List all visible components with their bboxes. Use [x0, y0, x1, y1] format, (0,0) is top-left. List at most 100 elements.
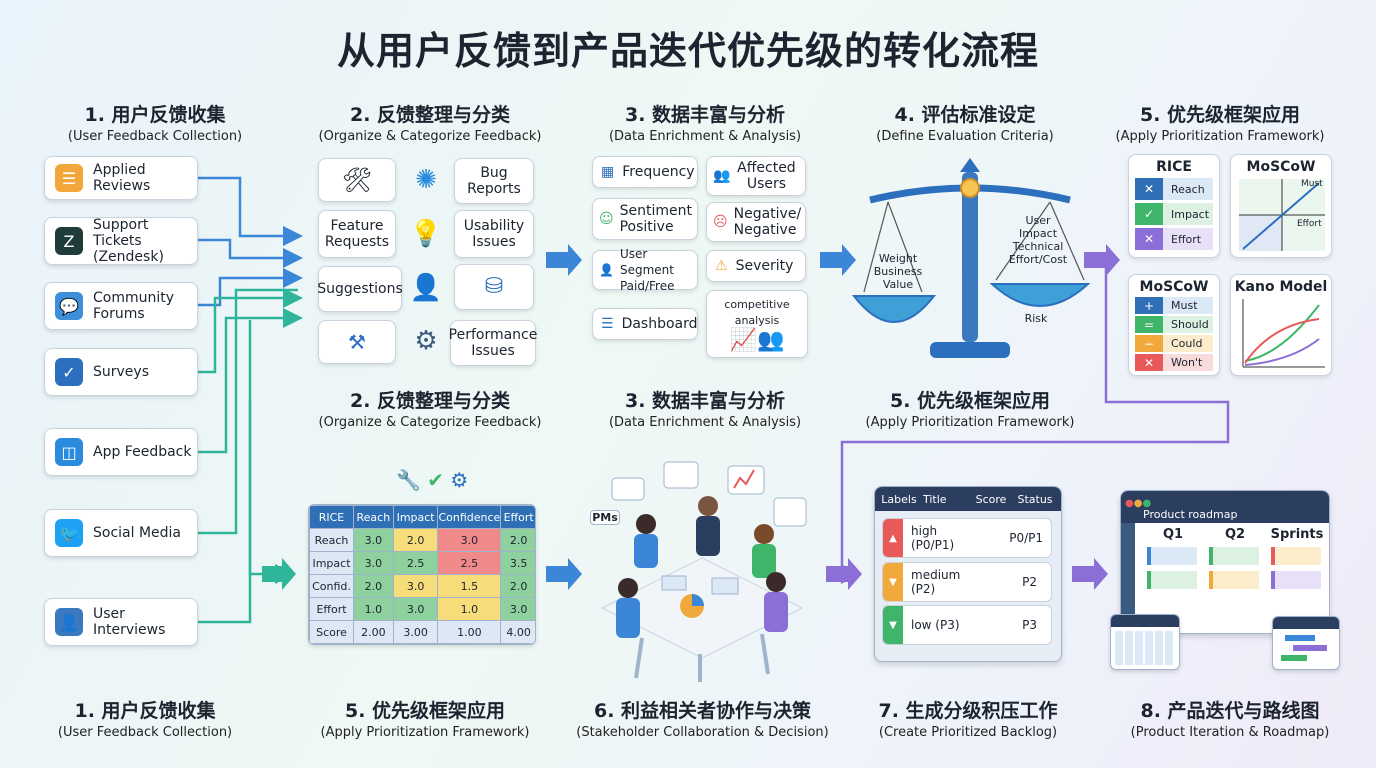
arrow-down-icon: ▼ — [883, 606, 903, 644]
section-header-organize: 2. 反馈整理与分类(Organize & Categorize Feedbac… — [318, 104, 542, 144]
rice-score-table: RICE Reach Impact Confidence Effort Reac… — [308, 504, 536, 645]
window-titlebar — [1111, 615, 1179, 627]
rice-cell: 3.5 — [500, 551, 535, 575]
source-community-forums: 💬 Community Forums — [44, 282, 198, 330]
source-label: Surveys — [93, 364, 149, 380]
zendesk-icon: Z — [55, 227, 83, 255]
backlog-item-low: ▼ low (P3) P3 — [882, 605, 1052, 645]
source-support-tickets: Z Support Tickets (Zendesk) — [44, 217, 198, 265]
plus-icon: + — [1135, 297, 1163, 314]
backlog-header: Labels — [881, 492, 917, 506]
rice-row-label: Reach — [309, 528, 354, 552]
tools-tile: ⚒ — [318, 320, 396, 364]
source-user-interviews: 👤 User Interviews — [44, 598, 198, 646]
source-label: Applied Reviews — [93, 162, 151, 194]
wrench-icon: 🔧 — [396, 468, 421, 492]
backlog-item-label: low (P3) — [911, 618, 960, 632]
close-icon: ✕ — [1135, 178, 1163, 200]
pm-speech-bubble: PMs — [590, 510, 620, 525]
metric-label: Negative/ Negative — [733, 206, 802, 238]
analytics-chart-icon: 📈👥 — [729, 328, 785, 353]
gantt-window — [1272, 616, 1340, 670]
framework-moscow-chart-card: MoSCoW Must Effort — [1230, 154, 1332, 258]
section-header-framework-mid: 5. 优先级框架应用(Apply Prioritization Framewor… — [865, 390, 1075, 430]
framework-item: Could — [1163, 335, 1213, 352]
calendar-window — [1110, 614, 1180, 670]
window-titlebar: ●●● — [1121, 491, 1329, 509]
backlog-item-status: P0/P1 — [1009, 531, 1043, 545]
window-titlebar — [1273, 617, 1339, 629]
rice-row-label: Impact — [309, 551, 354, 575]
framework-title: MoSCoW — [1246, 159, 1316, 175]
rice-cell: 1.00 — [437, 620, 502, 644]
section-header-framework: 5. 优先级框架应用(Apply Prioritization Framewor… — [1115, 104, 1325, 144]
page-title: 从用户反馈到产品迭代优先级的转化流程 — [336, 29, 1039, 73]
moscow-must-label: Must — [1301, 179, 1323, 189]
close-icon: ✕ — [1135, 354, 1163, 371]
rice-row-label: Confid. — [309, 574, 354, 598]
backlog-item-label: high (P0/P1) — [911, 524, 955, 552]
rice-row-label: Score — [309, 620, 354, 644]
segment-icon: 👤 — [599, 263, 614, 277]
stakeholder-meeting-illustration — [600, 461, 807, 682]
gear-icon: ⚙ — [450, 468, 469, 492]
clipboard-icon: ✓ — [55, 358, 83, 386]
window-dot-icon: ● — [1133, 498, 1143, 509]
section-header-criteria: 4. 评估标准设定(Define Evaluation Criteria) — [876, 104, 1054, 144]
metric-label: Dashboard — [621, 316, 698, 332]
section-header-enrichment-mid: 3. 数据丰富与分析(Data Enrichment & Analysis) — [608, 390, 802, 430]
roadmap-card — [1271, 571, 1321, 589]
metric-label: Sentiment Positive — [619, 203, 692, 235]
rice-header: Impact — [392, 505, 439, 529]
database-search-icon: ⛁ — [484, 274, 504, 299]
window-dot-icon: ● — [1125, 498, 1134, 509]
roadmap-card — [1209, 547, 1259, 565]
backlog-item-medium: ▼ medium (P2) P2 — [882, 562, 1052, 602]
section-header-backlog: 7. 生成分级积压工作(Create Prioritized Backlog) — [878, 700, 1058, 740]
scale-risk-label: Risk — [1024, 312, 1048, 325]
category-suggestions: Suggestions — [317, 266, 403, 312]
close-icon: ✕ — [1135, 228, 1163, 250]
category-usability-issues: Usability Issues — [454, 210, 534, 258]
equals-icon: = — [1135, 316, 1163, 333]
rice-cell: 4.00 — [500, 620, 535, 644]
rice-cell: 1.5 — [437, 574, 502, 598]
framework-rice-card: RICE ✕Reach ✓Impact ✕Effort — [1128, 154, 1220, 258]
roadmap-column-header: Sprints — [1270, 527, 1324, 542]
rice-header: Effort — [500, 505, 535, 529]
moscow-effort-label: Effort — [1297, 219, 1322, 229]
source-label: Support Tickets (Zendesk) — [93, 217, 164, 265]
backlog-header: Status — [1017, 492, 1053, 506]
framework-item: Effort — [1163, 228, 1213, 250]
source-label: Social Media — [93, 525, 182, 541]
source-app-feedback: ◫ App Feedback — [44, 428, 198, 476]
backlog-header-row: Labels Title Score Status — [875, 487, 1061, 511]
wrench-tool-tile: 🛠 — [318, 158, 396, 202]
backlog-item-status: P2 — [1022, 575, 1037, 589]
metric-label: Frequency — [622, 164, 695, 180]
rice-header: Reach — [353, 505, 394, 529]
section-header-stakeholder: 6. 利益相关者协作与决策(Stakeholder Collaboration … — [576, 700, 829, 740]
twitter-icon: 🐦 — [55, 519, 83, 547]
rice-cell: 2.0 — [353, 574, 394, 598]
framework-moscow-card: MoSCoW +Must =Should −Could ✕Won't — [1128, 274, 1220, 376]
smile-icon: ☺ — [599, 211, 614, 227]
app-feedback-icon: ◫ — [55, 438, 83, 466]
roadmap-column-header: Q2 — [1224, 527, 1246, 542]
section-header-roadmap: 8. 产品迭代与路线图(Product Iteration & Roadmap) — [1130, 700, 1330, 740]
check-icon: ✓ — [1135, 203, 1163, 225]
source-social-media: 🐦 Social Media — [44, 509, 198, 557]
rice-cell: 3.0 — [392, 597, 439, 621]
warning-icon: ⚠ — [715, 258, 728, 274]
gantt-bar — [1285, 635, 1315, 641]
product-roadmap-window: ●●● Product roadmap Q1 Q2 Sprints — [1120, 490, 1330, 634]
rice-cell: 2.5 — [392, 551, 439, 575]
arrow-down-icon: ▼ — [883, 563, 903, 601]
source-applied-reviews: ☰ Applied Reviews — [44, 156, 198, 200]
framework-title: RICE — [1156, 159, 1192, 175]
backlog-item-high: ▲ high (P0/P1) P0/P1 — [882, 518, 1052, 558]
frown-icon: ☹ — [713, 214, 728, 230]
rice-row-label: Effort — [309, 597, 354, 621]
rice-header: Confidence — [437, 505, 502, 529]
